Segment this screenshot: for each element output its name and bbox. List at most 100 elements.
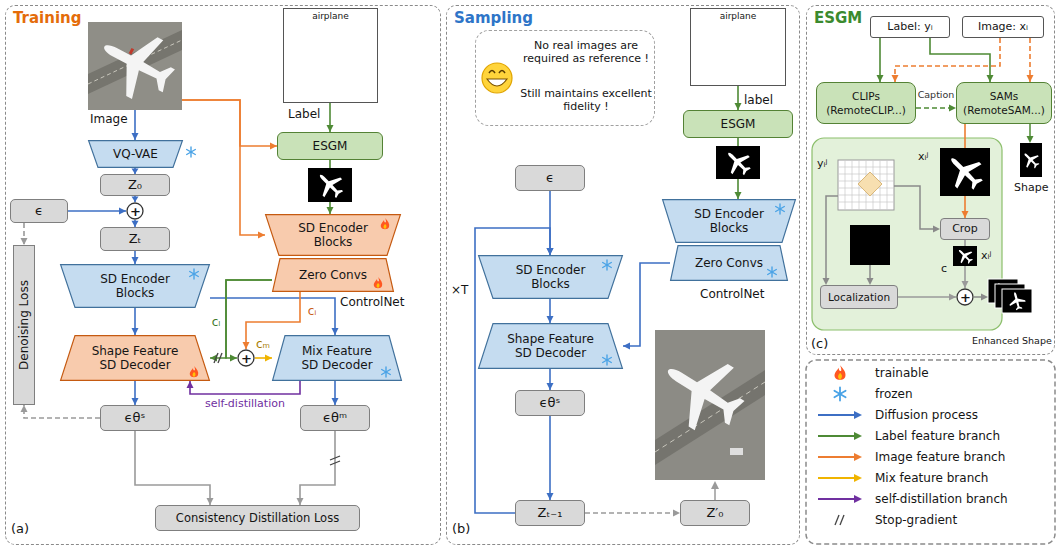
text-holder: Zero Convs [272, 258, 394, 292]
encoder-block: SD Encoder Blocks [478, 255, 623, 299]
shape-mask [1019, 148, 1043, 172]
node-text: ϵθˢ [520, 396, 580, 410]
shape-mask [1002, 289, 1032, 313]
leader-arrows [974, 296, 982, 298]
latent-box: Zₜ₋₁ [515, 500, 585, 526]
node-text: Shape Feature SD Decoder [84, 344, 186, 372]
connector [24, 405, 100, 418]
node-shape [663, 200, 796, 243]
encoder-block: SD Encoder Blocks [265, 214, 401, 256]
generated-photo [655, 330, 765, 480]
node-text: SAMs (RemoteSAM...) [960, 89, 1048, 117]
text-holder: ESGM [278, 133, 382, 159]
input-box: Image: xᵢ [962, 16, 1044, 38]
connector [187, 381, 301, 394]
node-shape [374, 277, 382, 288]
edge-label: Caption [917, 88, 956, 102]
connector [182, 100, 265, 235]
connector [132, 251, 139, 264]
node-text: Z₀ [105, 178, 165, 192]
edge-label: cᵢ [307, 304, 318, 318]
text-holder: ϵ [11, 200, 67, 222]
node-shape [603, 260, 612, 270]
connector [21, 405, 28, 412]
text-holder: + [237, 349, 255, 367]
text-holder: Image: xᵢ [963, 17, 1043, 37]
connector [21, 405, 101, 418]
connector [207, 498, 214, 505]
node-text: (c) [811, 336, 828, 352]
shape-mask [850, 225, 890, 265]
process-box: Crop [940, 218, 990, 240]
connector [68, 210, 126, 212]
connector [210, 280, 272, 358]
connector [332, 328, 339, 335]
node-text: SD Encoder Blocks [289, 221, 377, 249]
conv-block: Zero Convs [272, 258, 394, 292]
model-box: SAMs (RemoteSAM...) [956, 82, 1052, 124]
node-shape [957, 289, 973, 305]
node-text: ϵ [520, 171, 580, 185]
text-holder: ϵθˢ [101, 406, 169, 430]
connector [226, 280, 272, 362]
connector [547, 248, 554, 255]
leader-arrows [1029, 124, 1031, 137]
encoder-block: SD Encoder Blocks [662, 199, 796, 243]
leader-arrows [714, 488, 716, 500]
legend-text: Label feature branch [875, 429, 1000, 443]
label-text: xᵢʲ [918, 150, 928, 164]
leader-arrows [826, 196, 838, 279]
encoder-block: SD Encoder Blocks [60, 264, 210, 308]
label-text: Enhanced Shape [972, 334, 1052, 348]
connector [1027, 38, 1034, 82]
connector [930, 38, 990, 82]
label-text: Shape [1014, 181, 1048, 195]
node-text: Zₜ [105, 232, 165, 246]
connector [132, 398, 139, 405]
node-text: Localization [823, 290, 895, 304]
emoji-face [487, 79, 507, 86]
text-holder: Localization [821, 286, 897, 308]
legend-text: Diffusion process [875, 408, 978, 422]
connector [300, 431, 335, 505]
output-box: ϵθˢ [515, 390, 585, 416]
latent-box: Z′₀ [680, 500, 750, 526]
leader-arrows [869, 265, 871, 279]
legend-text: Mix feature branch [875, 471, 988, 485]
node-shape [479, 256, 623, 299]
legend-sample [835, 365, 846, 380]
connector [230, 355, 237, 362]
connector [187, 381, 194, 388]
text-holder: SD Encoder Blocks [478, 255, 623, 299]
connector [949, 105, 956, 112]
node-shape [776, 204, 785, 214]
model-box: CLIPs (RemoteCLIP...) [816, 82, 916, 124]
connector [898, 294, 956, 301]
legend-sample [818, 477, 855, 479]
legend-frame [806, 360, 1055, 544]
node-text: SD Encoder Blocks [686, 207, 772, 235]
leader-arrows [933, 226, 940, 233]
legend-sample [854, 411, 862, 419]
node-text: Zero Convs [292, 268, 374, 282]
legend-sample [818, 414, 855, 416]
connector [135, 431, 214, 505]
node-text: Shape Feature SD Decoder [502, 332, 599, 360]
edge-label: self-distillation [204, 397, 286, 411]
label-grid [838, 160, 894, 210]
connector [21, 238, 28, 245]
connector [132, 308, 139, 335]
leader-arrows [894, 186, 934, 229]
latent-box: Z₀ [100, 174, 170, 196]
text-holder: Mix Feature SD Decoder [272, 335, 402, 381]
connector [135, 431, 210, 505]
text-holder: Zₜ₋₁ [516, 501, 584, 525]
text-holder: Denoising Loss [14, 246, 34, 404]
node-shape [273, 336, 402, 381]
legend-sample [818, 435, 855, 437]
node-shape [89, 141, 183, 168]
text-holder: Crop [941, 219, 989, 239]
stop-gradient-mark [214, 353, 218, 363]
module-region [812, 138, 1002, 330]
node-text: + [960, 291, 970, 304]
